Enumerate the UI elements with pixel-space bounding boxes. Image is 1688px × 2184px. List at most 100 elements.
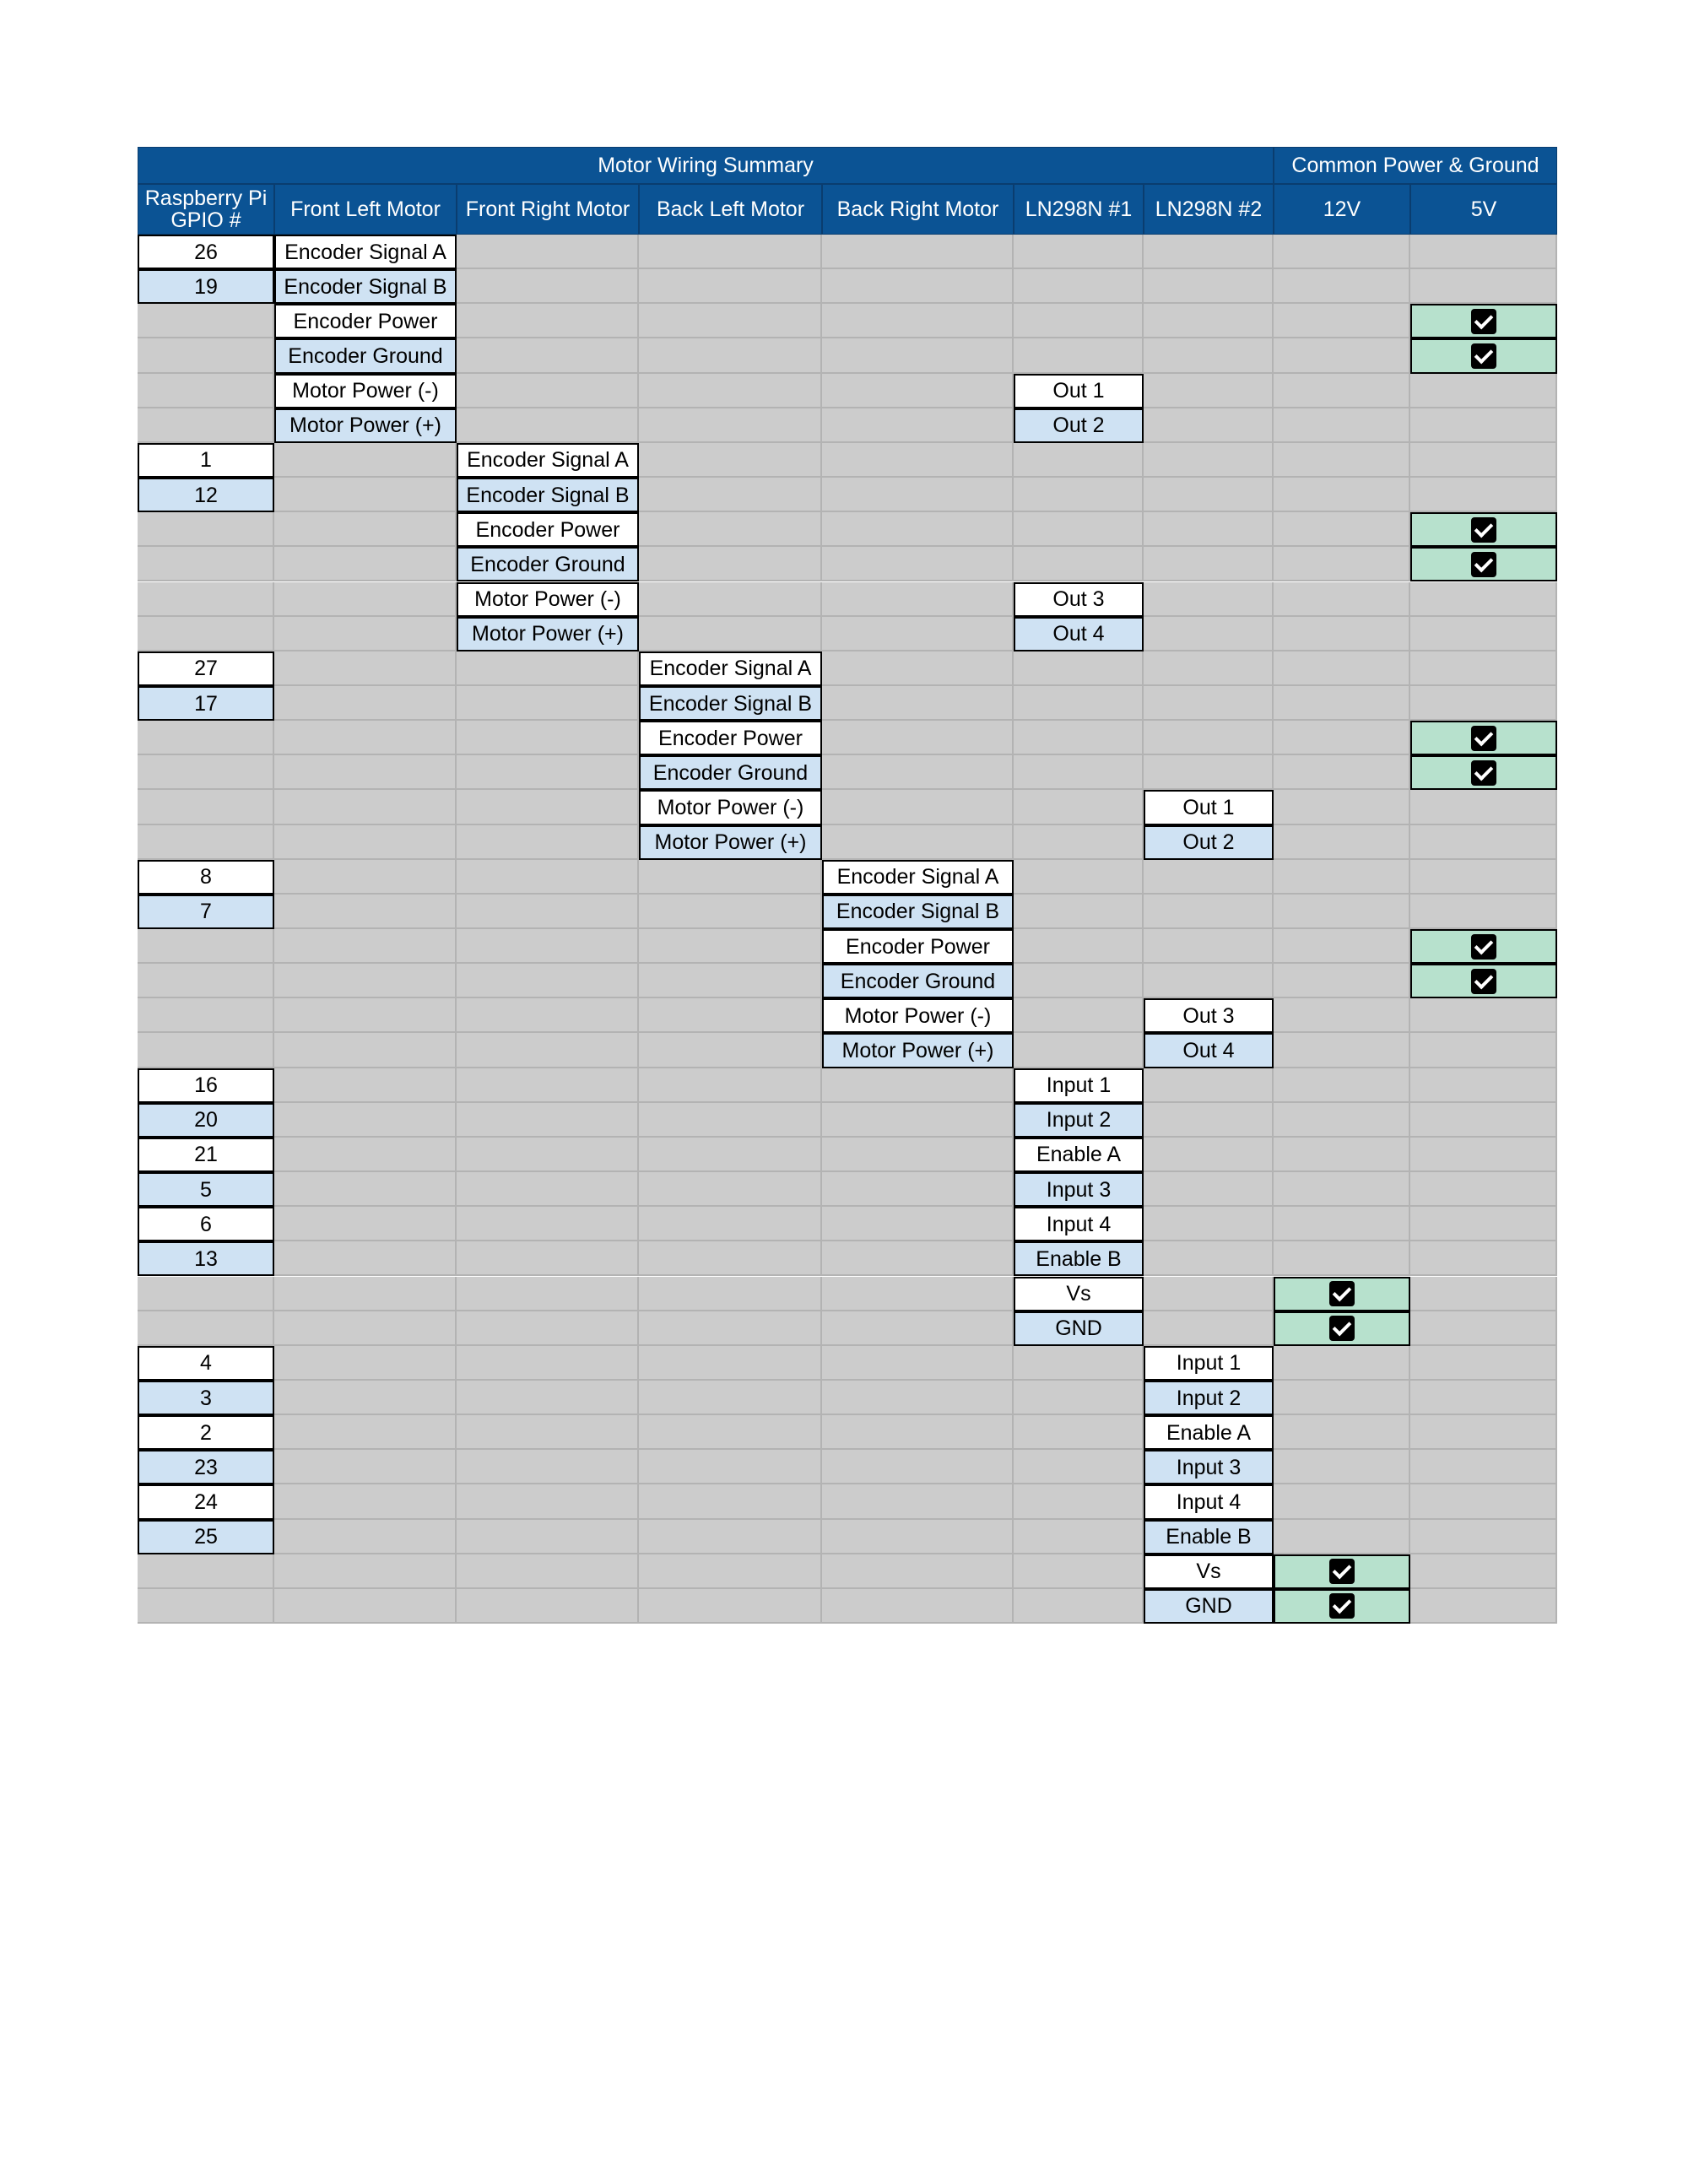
empty-cell	[1410, 616, 1557, 651]
empty-cell	[457, 929, 639, 965]
empty-cell	[1144, 442, 1274, 478]
empty-cell	[822, 1137, 1014, 1173]
empty-cell	[457, 1102, 639, 1138]
power-check-cell	[1274, 1554, 1410, 1589]
column-header: 12V	[1274, 184, 1410, 235]
empty-cell	[1274, 790, 1410, 825]
empty-cell	[1274, 964, 1410, 999]
empty-cell	[274, 998, 457, 1034]
empty-cell	[1014, 1519, 1144, 1554]
empty-cell	[639, 269, 822, 305]
wire-label-cell: Motor Power (-)	[457, 581, 639, 617]
wire-label-cell: Input 1	[1014, 1068, 1144, 1103]
empty-cell	[138, 373, 274, 408]
wire-label-cell: Encoder Power	[274, 304, 457, 339]
wire-label-cell: Motor Power (-)	[822, 998, 1014, 1034]
column-header: Back Right Motor	[822, 184, 1014, 235]
empty-cell	[639, 304, 822, 339]
empty-cell	[822, 1519, 1014, 1554]
empty-cell	[457, 1137, 639, 1173]
column-header: Back Left Motor	[639, 184, 822, 235]
empty-cell	[822, 721, 1014, 756]
empty-cell	[1274, 755, 1410, 791]
wire-label-cell: Input 3	[1014, 1172, 1144, 1208]
empty-cell	[1014, 651, 1144, 686]
empty-cell	[1144, 1102, 1274, 1138]
empty-cell	[1410, 269, 1557, 305]
empty-cell	[1144, 685, 1274, 722]
empty-cell	[274, 1588, 457, 1624]
empty-cell	[457, 1415, 639, 1451]
empty-cell	[274, 1345, 457, 1381]
power-check-cell	[1410, 512, 1557, 548]
column-header: LN298N #2	[1144, 184, 1274, 235]
empty-cell	[1014, 1484, 1144, 1520]
empty-cell	[639, 1519, 822, 1554]
empty-cell	[1410, 1207, 1557, 1242]
empty-cell	[274, 1241, 457, 1277]
empty-cell	[1144, 616, 1274, 651]
empty-cell	[1014, 304, 1144, 339]
empty-cell	[457, 1484, 639, 1520]
empty-cell	[1014, 685, 1144, 722]
wire-label-cell: Motor Power (+)	[274, 408, 457, 443]
empty-cell	[1014, 512, 1144, 548]
wire-label-cell: Encoder Signal A	[274, 235, 457, 270]
empty-cell	[138, 790, 274, 825]
empty-cell	[457, 1033, 639, 1068]
empty-cell	[822, 1311, 1014, 1346]
empty-cell	[274, 964, 457, 999]
empty-cell	[822, 442, 1014, 478]
empty-cell	[822, 1588, 1014, 1624]
empty-cell	[138, 1276, 274, 1311]
empty-cell	[822, 1207, 1014, 1242]
empty-cell	[1410, 1380, 1557, 1416]
empty-cell	[822, 408, 1014, 443]
empty-cell	[822, 1484, 1014, 1520]
empty-cell	[274, 1554, 457, 1589]
empty-cell	[1410, 373, 1557, 408]
wire-label-cell: GND	[1014, 1311, 1144, 1346]
power-check-cell	[1410, 304, 1557, 339]
gpio-pin-cell: 25	[138, 1519, 274, 1554]
empty-cell	[1410, 478, 1557, 513]
empty-cell	[639, 442, 822, 478]
empty-cell	[822, 304, 1014, 339]
empty-cell	[1014, 338, 1144, 374]
column-header: Front Right Motor	[457, 184, 639, 235]
empty-cell	[457, 269, 639, 305]
empty-cell	[457, 373, 639, 408]
empty-cell	[274, 1519, 457, 1554]
wire-label-cell: Encoder Ground	[274, 338, 457, 374]
empty-cell	[274, 1102, 457, 1138]
empty-cell	[1274, 269, 1410, 305]
empty-cell	[138, 512, 274, 548]
empty-cell	[1274, 547, 1410, 582]
empty-cell	[1014, 269, 1144, 305]
empty-cell	[1014, 1554, 1144, 1589]
empty-cell	[1144, 373, 1274, 408]
empty-cell	[1274, 894, 1410, 929]
wire-label-cell: Out 1	[1144, 790, 1274, 825]
empty-cell	[822, 1241, 1014, 1277]
gpio-pin-cell: 26	[138, 235, 274, 270]
empty-cell	[822, 1172, 1014, 1208]
empty-cell	[1274, 1068, 1410, 1103]
wire-label-cell: Out 3	[1014, 581, 1144, 617]
empty-cell	[639, 894, 822, 929]
wire-label-cell: Encoder Power	[639, 721, 822, 756]
empty-cell	[274, 755, 457, 791]
empty-cell	[457, 1172, 639, 1208]
empty-cell	[1274, 616, 1410, 651]
wire-label-cell: Encoder Signal B	[457, 478, 639, 513]
wire-label-cell: Encoder Power	[457, 512, 639, 548]
wire-label-cell: Input 4	[1144, 1484, 1274, 1520]
empty-cell	[822, 755, 1014, 791]
empty-cell	[1410, 235, 1557, 270]
empty-cell	[457, 790, 639, 825]
gpio-pin-cell: 3	[138, 1380, 274, 1416]
empty-cell	[639, 1241, 822, 1277]
wire-label-cell: Encoder Signal A	[457, 442, 639, 478]
empty-cell	[639, 1311, 822, 1346]
